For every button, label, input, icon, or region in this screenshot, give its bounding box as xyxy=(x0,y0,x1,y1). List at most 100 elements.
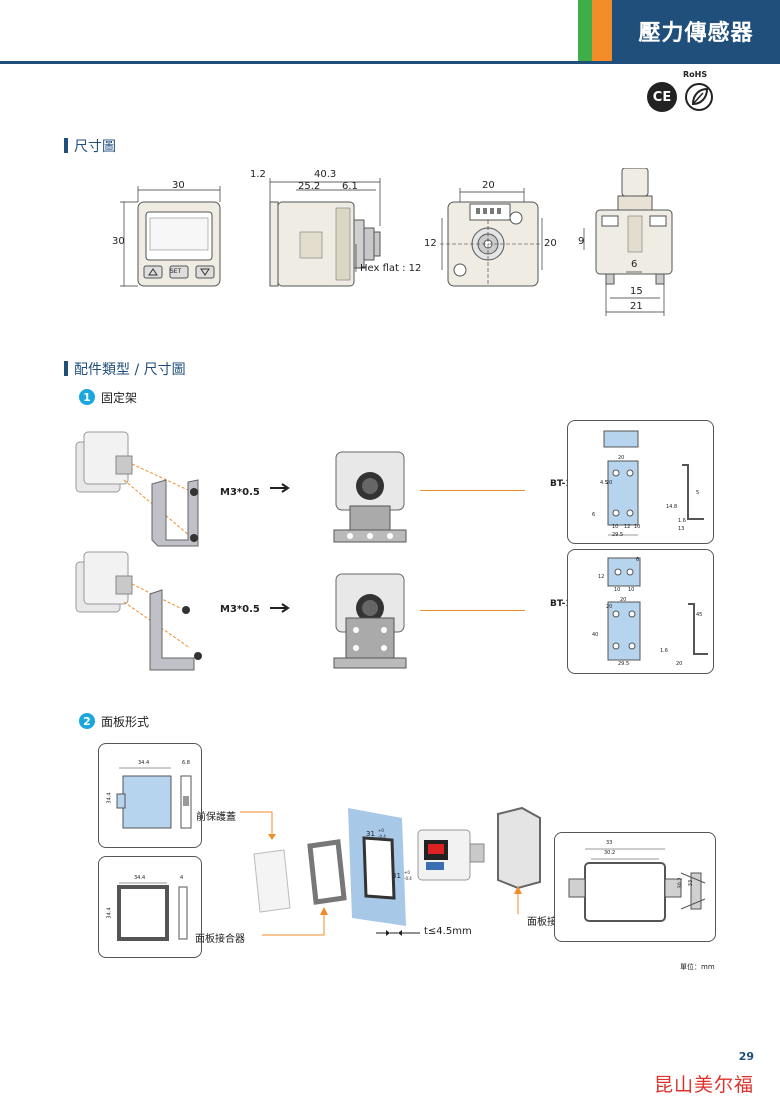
bt15-dim-8: 1.6 xyxy=(660,648,668,654)
front-cover-spec-box xyxy=(98,743,202,848)
cutout-side-tol-up: +0 xyxy=(404,870,410,875)
bt14-dim-7: 13 xyxy=(678,526,685,532)
bracket-bt14-assembled-drawing xyxy=(333,451,407,543)
dim-front-height: 30 xyxy=(112,236,125,247)
model-label-bt14: BT-14 xyxy=(550,479,578,489)
header-rule xyxy=(0,61,780,64)
ce-icon: CE xyxy=(647,82,677,112)
cover-depth-dim: 6.8 xyxy=(182,760,190,766)
step-badge-1: 1 xyxy=(79,389,95,405)
adapter-width-dim: 34.4 xyxy=(134,875,146,881)
section-marker xyxy=(64,361,68,376)
bt15-dim-2: 10 xyxy=(628,587,635,593)
set-button-label: SET xyxy=(170,268,182,275)
screw-label-2: M3*0.5 xyxy=(220,604,260,615)
cutout-right-30-2: 30.2 xyxy=(604,850,616,856)
bracket-bt15-exploded-drawing xyxy=(75,551,202,671)
bt14-dim-8: 4.5 xyxy=(600,480,608,486)
orange-arrow xyxy=(514,886,522,914)
dim-side-25-2: 25.2 xyxy=(298,181,321,192)
dim-side-1-2: 1.2 xyxy=(250,169,266,180)
dim-back-left: 12 xyxy=(424,238,437,249)
connector-line xyxy=(420,610,525,611)
dim-top-6: 6 xyxy=(631,259,638,270)
cutout-dim-side: 31 xyxy=(392,872,401,880)
bt14-dim-4: 10 xyxy=(634,524,641,530)
arrow-right-icon xyxy=(270,483,290,493)
bt14-dim-1: 29.5 xyxy=(612,532,624,538)
bt15-dim-3: 20 xyxy=(676,661,683,667)
bt15-dim-1: 10 xyxy=(614,587,621,593)
connector-line xyxy=(420,490,525,491)
cutout-right-30-2v: 30.2 xyxy=(677,877,684,889)
cutout-right-33v: 33 xyxy=(688,879,695,887)
header-green-band xyxy=(578,0,592,62)
section-title-dimensions: 尺寸圖 xyxy=(74,139,116,155)
adapter-height-dim: 34.4 xyxy=(106,907,113,919)
page-number: 29 xyxy=(738,1050,754,1063)
top-view-drawing xyxy=(583,168,673,316)
bt14-dimension-drawing xyxy=(603,430,704,536)
panel-adapter-drawing xyxy=(117,882,188,941)
bt14-dim-10: 6 xyxy=(592,512,596,518)
bt15-dim-7: 29.5 xyxy=(618,661,630,667)
bt15-dim-9: 20 xyxy=(606,604,613,610)
side-view-drawing xyxy=(269,178,381,287)
model-label-bt15: BT-15 xyxy=(550,599,578,609)
dim-back-width: 20 xyxy=(482,180,495,191)
orange-arrow xyxy=(262,907,328,936)
header-title-band xyxy=(612,0,780,62)
hex-flat-label: Hex flat : 12 xyxy=(360,263,422,274)
bracket-bt14-exploded-drawing xyxy=(75,431,199,547)
thickness-arrows xyxy=(376,930,420,936)
bt15-dim-10: 45 xyxy=(696,612,703,618)
back-view-drawing xyxy=(440,188,543,287)
watermark-text: 昆山美尔福 xyxy=(654,1074,755,1096)
bt15-dim-6: 40 xyxy=(592,632,599,638)
dim-back-right: 20 xyxy=(544,238,557,249)
bt14-dim-5: 14.8 xyxy=(666,504,678,510)
screw-label-1: M3*0.5 xyxy=(220,487,260,498)
bt14-dim-2: 10 xyxy=(612,524,619,530)
subsection-panel-title: 面板形式 xyxy=(101,715,150,729)
step-badge-2: 2 xyxy=(79,713,95,729)
cutout-tol-up: +0 xyxy=(378,828,384,833)
dim-side-total: 40.3 xyxy=(314,169,337,180)
bt14-dim-3: 12 xyxy=(624,524,631,530)
section-title-accessories: 配件類型 / 尺寸圖 xyxy=(74,362,186,378)
front-view-drawing xyxy=(120,186,221,287)
bt14-dim-9: 20 xyxy=(606,480,613,486)
panel-mount-exploded-drawing xyxy=(253,806,541,926)
dim-top-21: 21 xyxy=(630,301,643,312)
rohs-label: RoHS xyxy=(683,70,708,79)
bt15-dim-4: 12 xyxy=(598,574,605,580)
cover-height-dim: 34.4 xyxy=(106,792,113,804)
section-marker xyxy=(64,138,68,153)
subsection-bracket-title: 固定架 xyxy=(101,391,138,405)
bracket-bt15-assembled-drawing xyxy=(333,573,407,669)
cover-width-dim: 34.4 xyxy=(138,760,150,766)
dim-top-9: 9 xyxy=(578,236,585,247)
arrow-right-icon xyxy=(270,603,290,613)
orange-arrow xyxy=(240,811,276,840)
dim-side-6-1: 6.1 xyxy=(342,181,358,192)
adapter-depth-dim: 4 xyxy=(180,875,184,881)
bt14-dim-6: 1.6 xyxy=(678,518,686,524)
bt14-dim-0: 20 xyxy=(618,455,625,461)
cutout-tol-down: -0.4 xyxy=(378,834,386,839)
cutout-right-33: 33 xyxy=(606,840,613,846)
cutout-side-tol-down: -0.4 xyxy=(404,876,412,881)
panel-adapter-spec-box xyxy=(98,856,202,958)
bt14-spec-box xyxy=(567,420,714,544)
bt15-spec-box xyxy=(567,549,714,674)
panel-cutout-spec-box xyxy=(554,832,716,942)
dim-front-width: 30 xyxy=(172,180,185,191)
panel-adapter-label-left: 面板接合器 xyxy=(195,934,245,945)
panel-cutout-drawing xyxy=(568,848,706,922)
bt14-dim-11: 5 xyxy=(696,490,700,496)
dim-top-15: 15 xyxy=(630,286,643,297)
bt15-dim-5: 6 xyxy=(636,557,640,563)
unit-label: 單位：mm xyxy=(680,963,715,971)
cutout-dim-top: 31 xyxy=(366,830,375,838)
front-cover-label: 前保護蓋 xyxy=(196,812,236,823)
